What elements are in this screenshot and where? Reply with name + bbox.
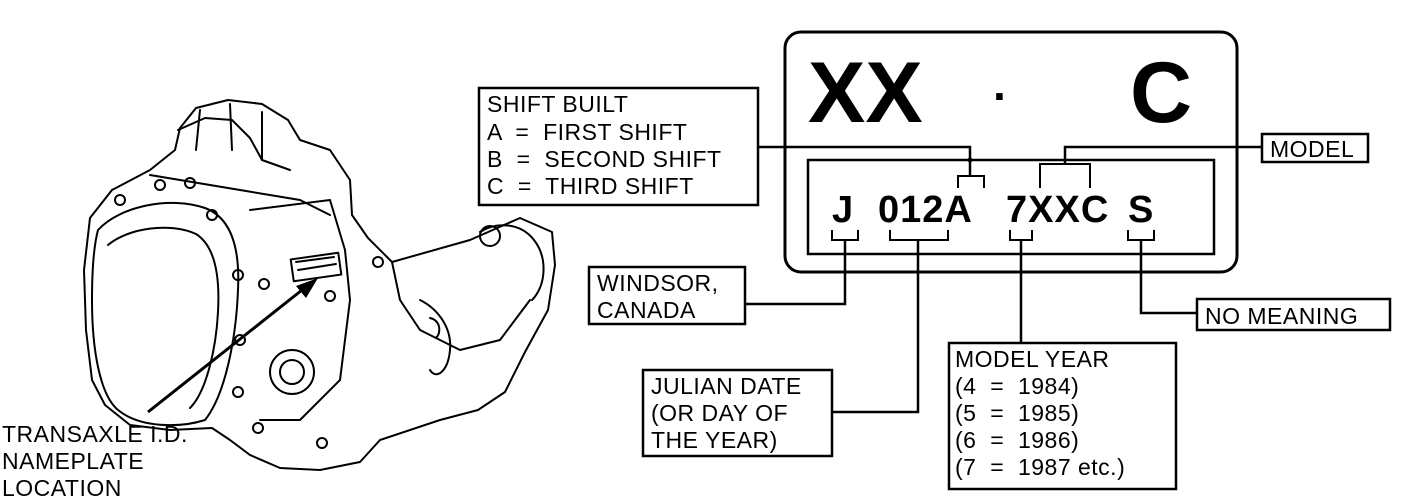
shift-built-line-b: B = SECOND SHIFT (487, 146, 722, 172)
housing-bolts (114, 177, 384, 449)
nameplate-location-line-1: TRANSAXLE I.D. (2, 421, 188, 447)
nameplate-location-mark (289, 251, 343, 283)
leader-lines (745, 145, 1262, 414)
nameplate-location-line-2: NAMEPLATE (2, 448, 144, 474)
shift-built-line-a: A = FIRST SHIFT (487, 119, 687, 145)
nameplate-pointer-arrow (147, 278, 318, 414)
shift-built-callout: SHIFT BUILT A = FIRST SHIFT B = SECOND S… (477, 86, 760, 207)
model-label: MODEL (1270, 136, 1354, 162)
no-meaning-box (1195, 297, 1392, 332)
no-meaning-callout: NO MEANING (1195, 297, 1392, 332)
julian-date-box (641, 368, 834, 458)
model-year-line-3: (6 = 1986) (955, 427, 1079, 453)
shift-built-box (477, 86, 760, 207)
julian-date-callout: JULIAN DATE (OR DAY OF THE YEAR) (641, 368, 834, 458)
model-year-line-1: (4 = 1984) (955, 373, 1079, 399)
julian-date-line-1: JULIAN DATE (651, 373, 802, 399)
plant-line-2: CANADA (597, 297, 696, 323)
model-year-line-4: (7 = 1987 etc.) (955, 454, 1125, 480)
plate-top-left: XX (808, 45, 923, 141)
model-box (1260, 132, 1370, 164)
plant-callout: WINDSOR, CANADA (587, 265, 747, 326)
julian-date-line-3: THE YEAR) (651, 427, 778, 453)
julian-date-line-2: (OR DAY OF (651, 400, 788, 426)
plant-box (587, 265, 747, 326)
model-year-box (947, 341, 1178, 491)
plate-code-model: 7XXC (1006, 189, 1109, 231)
plate-top-right: C (1130, 45, 1192, 141)
model-year-line-2: (5 = 1985) (955, 400, 1079, 426)
plate-code-plant: J (832, 189, 854, 231)
model-year-title: MODEL YEAR (955, 346, 1110, 372)
plate-code-suffix: S (1128, 189, 1154, 231)
no-meaning-label: NO MEANING (1205, 303, 1358, 329)
model-callout: MODEL (1260, 132, 1370, 164)
plant-line-1: WINDSOR, (597, 270, 719, 296)
nameplate-location-line-3: LOCATION (2, 475, 122, 498)
plate-top-dot: · (993, 70, 1008, 122)
shift-built-line-c: C = THIRD SHIFT (487, 173, 694, 199)
nameplate-location-label: TRANSAXLE I.D. NAMEPLATE LOCATION (2, 421, 188, 498)
plate-code-date: 012A (878, 189, 973, 231)
model-year-callout: MODEL YEAR (4 = 1984) (5 = 1985) (6 = 19… (947, 341, 1178, 491)
shift-built-title: SHIFT BUILT (487, 91, 628, 117)
transaxle-illustration (83, 99, 556, 471)
